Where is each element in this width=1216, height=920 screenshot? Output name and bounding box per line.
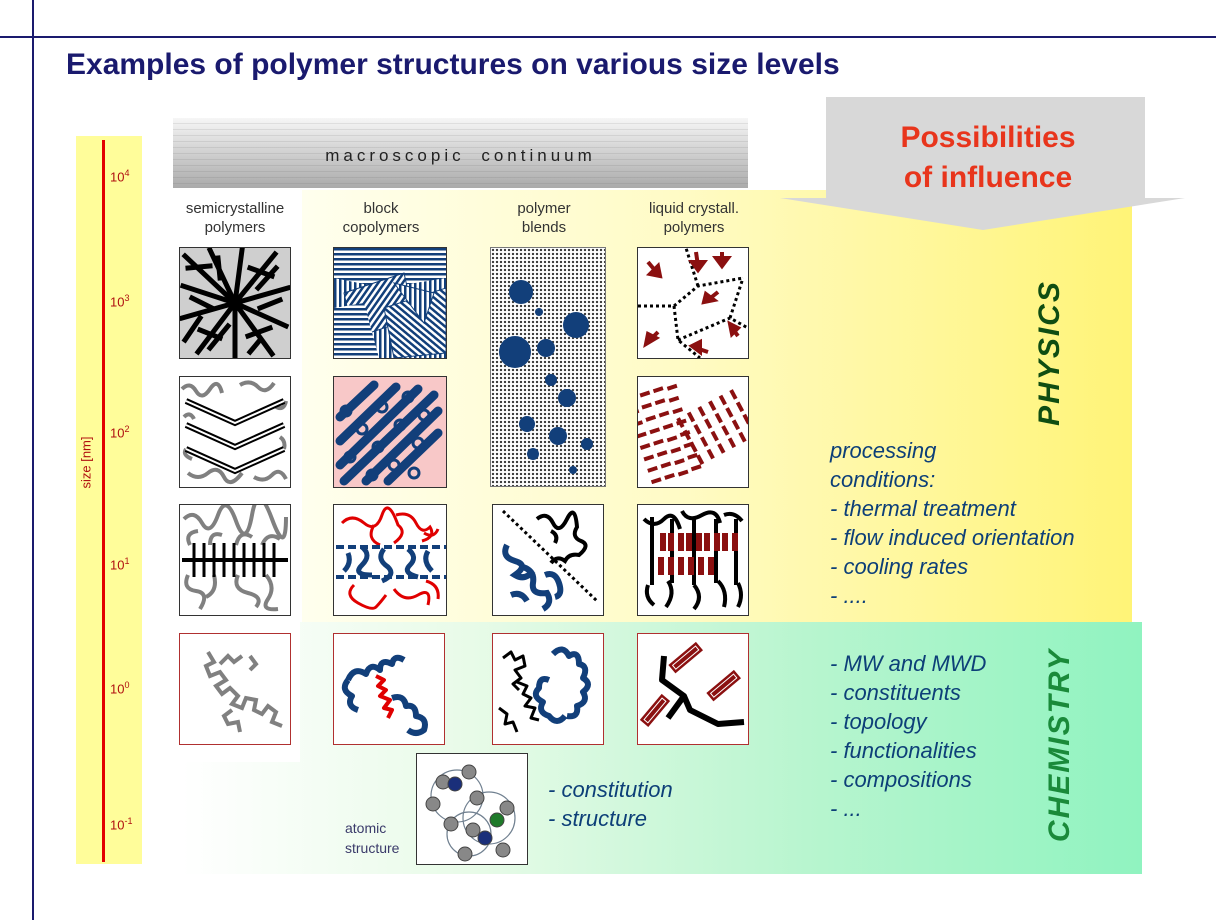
panel-semicrystalline-coil xyxy=(179,633,291,745)
panel-block-copolymer-coil xyxy=(333,633,445,745)
panel-semicrystalline-crystal-stem xyxy=(179,504,291,616)
panel-lc-nematic-rods xyxy=(637,376,749,488)
panel-lc-mesogen-chain xyxy=(637,633,749,745)
panel-semicrystalline-lamellae xyxy=(179,376,291,488)
size-axis-label: size [nm] xyxy=(78,436,94,489)
physics-items: processing conditions: - thermal treatme… xyxy=(830,436,1075,610)
physics-item: - thermal treatment xyxy=(830,496,1016,521)
top-rule xyxy=(0,36,1216,38)
chemistry-item: - constituents xyxy=(830,680,961,705)
influence-label: Possibilities of influence xyxy=(830,118,1146,198)
physics-item: - flow induced orientation xyxy=(830,525,1075,550)
panel-atomic-structure xyxy=(416,753,528,865)
chemistry-label: CHEMISTRY xyxy=(1043,647,1076,843)
panel-block-copolymer-interface xyxy=(333,504,447,616)
physics-item: - .... xyxy=(830,583,868,608)
influence-arrow xyxy=(780,97,1185,230)
panel-lc-domains xyxy=(637,247,749,359)
physics-label: PHYSICS xyxy=(1033,280,1066,426)
panel-lc-side-chain xyxy=(637,504,749,616)
size-tick: 103 xyxy=(110,293,130,310)
chemistry-item: - functionalities xyxy=(830,738,977,763)
atomic-label: atomic structure xyxy=(345,820,400,856)
panel-polymer-blend-coils xyxy=(492,633,604,745)
chemistry-item: - ... xyxy=(830,796,862,821)
influence-line-1: Possibilities xyxy=(900,121,1076,154)
influence-line-2: of influence xyxy=(903,161,1073,194)
chemistry-item: - MW and MWD xyxy=(830,651,987,676)
left-rule xyxy=(32,0,34,920)
size-tick: 102 xyxy=(110,424,130,441)
atomic-item: - constitution xyxy=(548,777,673,802)
chemistry-item: - compositions xyxy=(830,767,972,792)
size-axis xyxy=(76,136,142,864)
size-tick: 10-1 xyxy=(110,816,133,833)
atomic-items: - constitution - structure xyxy=(548,775,673,833)
size-tick: 101 xyxy=(110,556,130,573)
atomic-item: - structure xyxy=(548,806,648,831)
panel-polymer-blend-droplets xyxy=(490,247,606,487)
panel-block-copolymer-grains xyxy=(333,247,447,359)
chemistry-item: - topology xyxy=(830,709,927,734)
page-title: Examples of polymer structures on variou… xyxy=(66,48,840,81)
column-header-lc-polymers: liquid crystall.polymers xyxy=(648,200,740,236)
size-axis-line xyxy=(102,140,105,862)
physics-item: processing xyxy=(830,438,937,463)
panel-semicrystalline-spherulite xyxy=(179,247,291,359)
chemistry-items: - MW and MWD - constituents - topology -… xyxy=(830,649,986,823)
size-tick: 104 xyxy=(110,168,130,185)
continuum-label: macroscopic continuum xyxy=(325,146,596,165)
size-tick: 100 xyxy=(110,680,130,697)
physics-item: conditions: xyxy=(830,467,936,492)
panel-polymer-blend-interface xyxy=(492,504,604,616)
continuum-bar xyxy=(173,118,748,188)
panel-block-copolymer-cylinders xyxy=(333,376,447,488)
physics-item: - cooling rates xyxy=(830,554,969,579)
